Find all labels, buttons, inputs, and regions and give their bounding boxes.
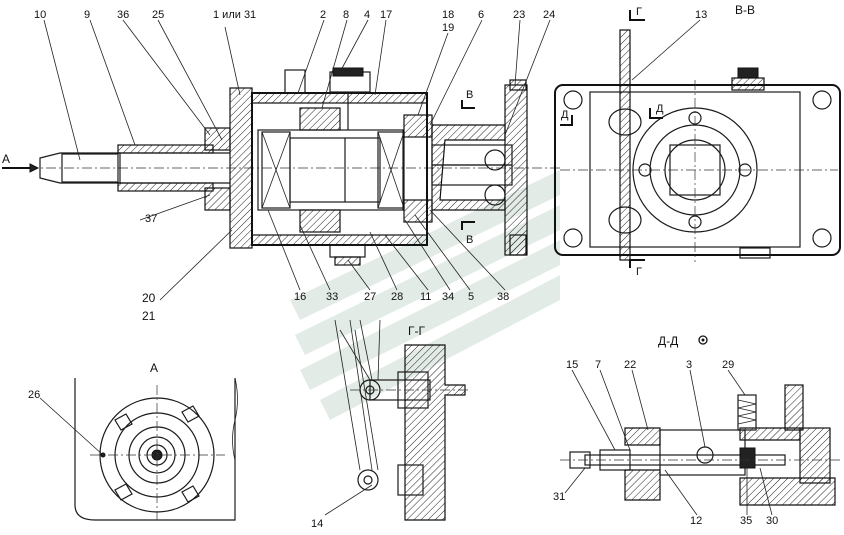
g-top-marker: Г — [636, 6, 642, 18]
d-left-marker: Д — [561, 109, 569, 121]
callout-20: 20 — [142, 291, 156, 305]
callout-38: 38 — [497, 291, 509, 303]
callout-9: 9 — [84, 9, 90, 21]
callout-8: 8 — [343, 9, 349, 21]
d-right-marker: Д — [656, 103, 664, 115]
callout-26: 26 — [28, 389, 40, 401]
callout-29: 29 — [722, 359, 734, 371]
section-dd-title: Д-Д — [658, 334, 678, 348]
callout-15: 15 — [566, 359, 578, 371]
view-a-title: А — [150, 361, 158, 375]
callout-16: 16 — [294, 291, 306, 303]
callout-21: 21 — [142, 309, 156, 323]
callout-34: 34 — [442, 291, 454, 303]
callout-11: 11 — [420, 291, 431, 303]
callout-labels: 10 9 36 25 1 или 31 2 8 4 17 18 19 6 23 … — [28, 9, 778, 530]
section-view-bb — [554, 10, 841, 268]
callout-28: 28 — [391, 291, 403, 303]
leader-lines — [2, 19, 773, 516]
callout-23: 23 — [513, 9, 525, 21]
callout-4: 4 — [364, 9, 370, 21]
callout-6: 6 — [478, 9, 484, 21]
view-a — [74, 377, 238, 521]
callout-22: 22 — [624, 359, 636, 371]
section-view-dd — [560, 384, 840, 506]
callout-27: 27 — [364, 291, 376, 303]
callout-14: 14 — [311, 518, 323, 530]
callout-13: 13 — [695, 9, 707, 21]
section-b-top-marker: В — [466, 89, 473, 101]
callout-36: 36 — [117, 9, 129, 21]
callout-30: 30 — [766, 515, 778, 527]
section-b-bottom-marker: В — [466, 234, 473, 246]
g-bottom-marker: Г — [636, 266, 642, 278]
view-a-arrow-label: А — [2, 152, 10, 166]
callout-25: 25 — [152, 9, 164, 21]
section-bb-title: В-В — [735, 3, 755, 17]
callout-37: 37 — [145, 213, 157, 225]
callout-31: 31 — [553, 491, 565, 503]
callout-1-or-31: 1 или 31 — [213, 9, 256, 21]
callout-3: 3 — [686, 359, 692, 371]
callout-5: 5 — [468, 291, 474, 303]
callout-18: 18 — [442, 9, 454, 21]
callout-2: 2 — [320, 9, 326, 21]
callout-33: 33 — [326, 291, 338, 303]
callout-35: 35 — [740, 515, 752, 527]
section-view-gg — [334, 319, 470, 521]
main-assembly-section — [10, 67, 560, 266]
callout-12: 12 — [690, 515, 702, 527]
callout-24: 24 — [543, 9, 555, 21]
callout-19: 19 — [442, 22, 454, 34]
rotation-icon — [698, 335, 708, 345]
section-gg-title: Г-Г — [408, 324, 425, 338]
section-labels: А А В-В В В Г-Г Г Г Д Д Д-Д — [2, 3, 755, 375]
callout-10: 10 — [34, 9, 46, 21]
callout-17: 17 — [380, 9, 392, 21]
callout-7: 7 — [595, 359, 601, 371]
